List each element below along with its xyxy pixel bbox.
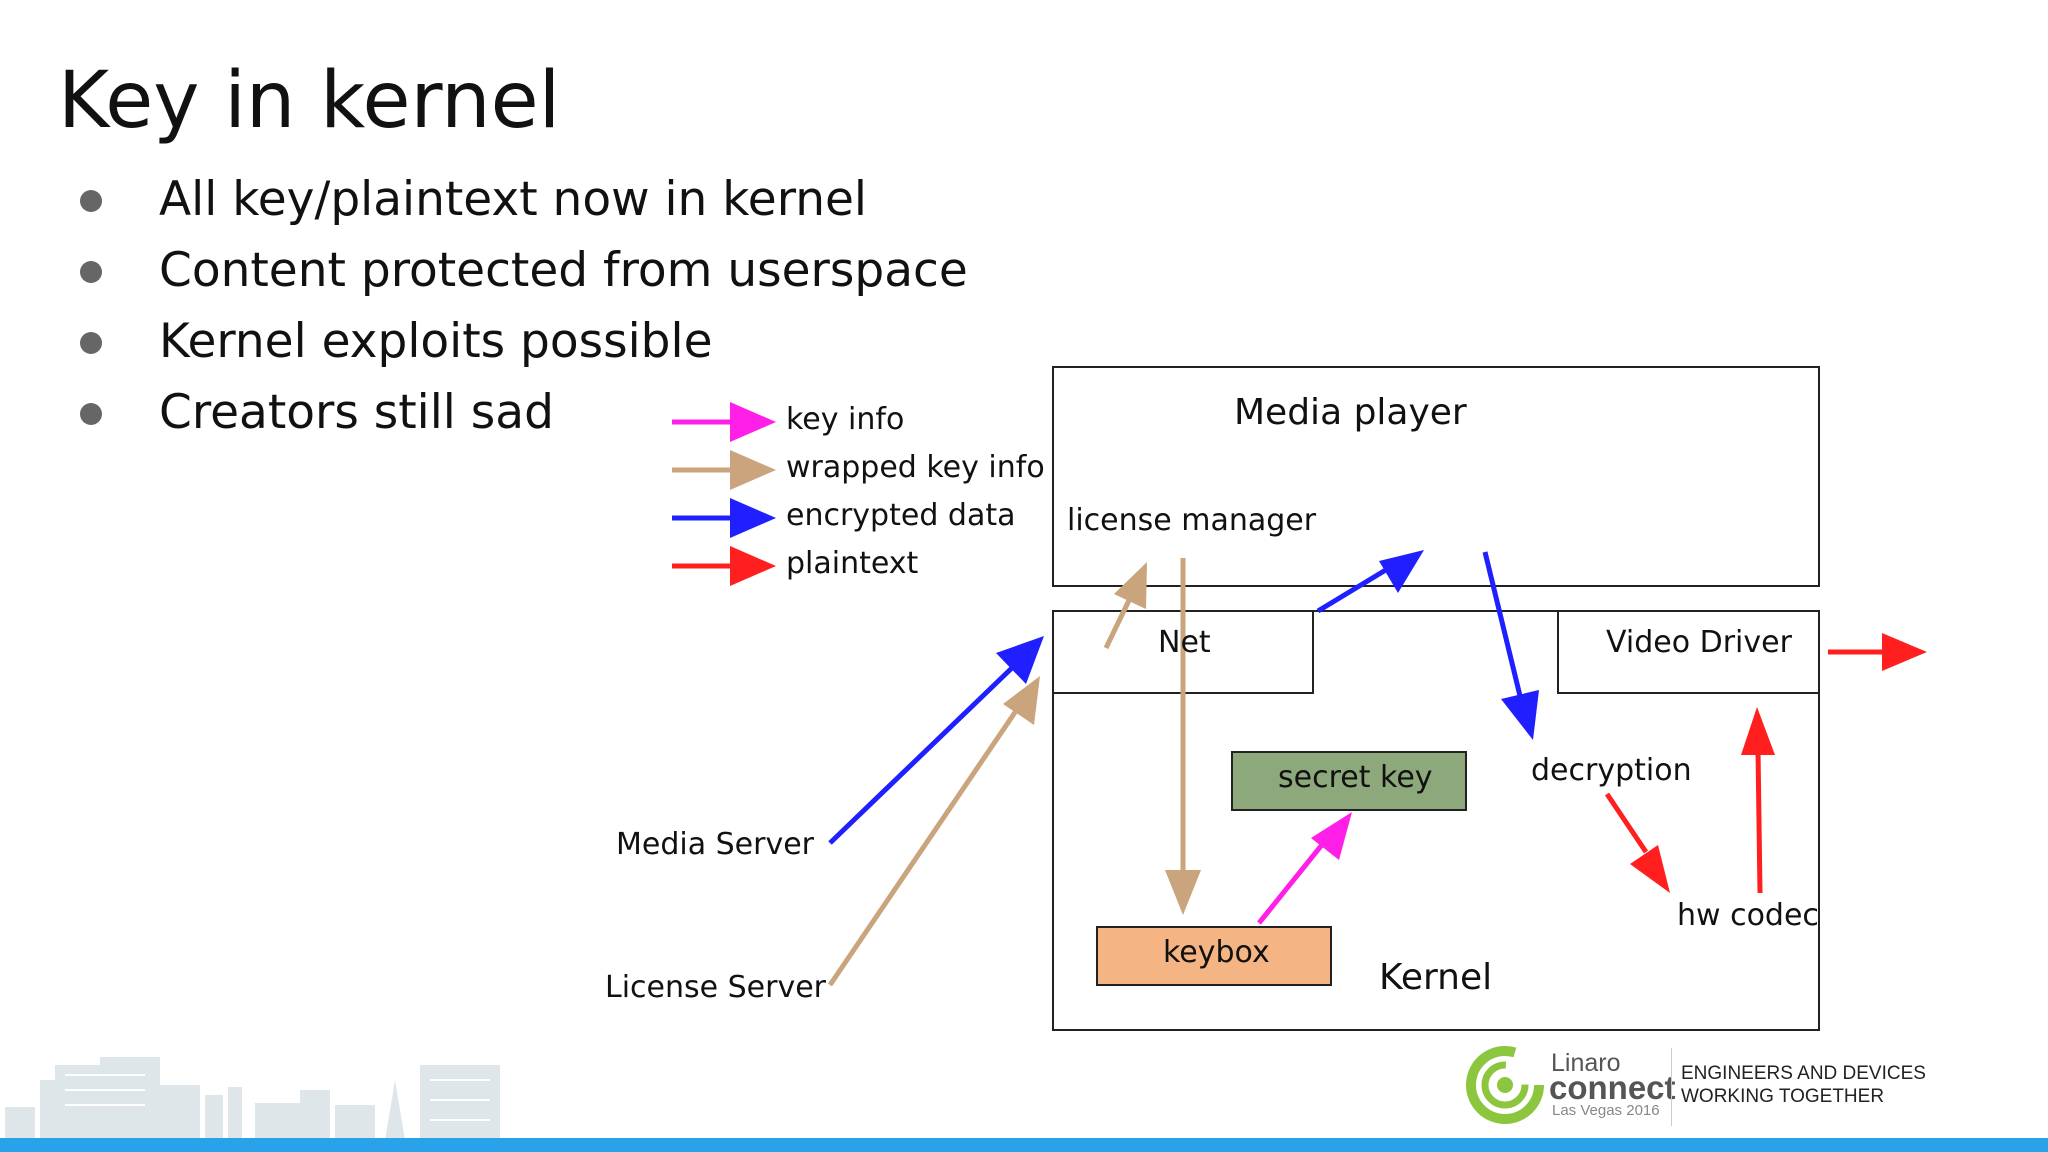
footer-accent-bar	[0, 1138, 2048, 1152]
connect-wordmark: connect	[1549, 1069, 1676, 1106]
video-driver-output-arrow-icon	[1828, 633, 1927, 671]
video-driver-label: Video Driver	[1606, 625, 1792, 660]
legend-arrow-encrypted-data-icon	[672, 498, 776, 538]
net-to-media-player-arrow-icon	[1316, 550, 1424, 614]
media-player-label: Media player	[1234, 392, 1467, 433]
media-player-to-decryption-arrow-icon	[1482, 551, 1539, 740]
bullet-text: Creators still sad	[159, 385, 554, 440]
media-server-label: Media Server	[616, 827, 815, 862]
kernel-box	[1052, 610, 1820, 1031]
tagline-line-1: ENGINEERS AND DEVICES	[1681, 1063, 1926, 1084]
logo-divider	[1671, 1048, 1672, 1126]
bullet-dot-icon	[80, 403, 102, 425]
kernel-label: Kernel	[1379, 957, 1493, 998]
media-player-box	[1052, 366, 1820, 587]
media-server-to-net-arrow-icon	[828, 636, 1044, 845]
legend-label-encrypted-data: encrypted data	[786, 498, 1016, 533]
legend-label-wrapped-key-info: wrapped key info	[786, 450, 1045, 485]
license-server-to-net-arrow-icon	[827, 676, 1040, 987]
bullet-dot-icon	[80, 190, 102, 212]
keybox-box	[1096, 926, 1332, 986]
decryption-to-hw-codec-arrow-icon	[1604, 792, 1670, 893]
net-to-license-manager-arrow-icon	[1103, 562, 1147, 650]
video-driver-box	[1557, 610, 1820, 694]
linaro-logo-icon	[1466, 1046, 1544, 1124]
secret-key-label: secret key	[1278, 760, 1433, 795]
legend-arrow-key-info-icon	[672, 402, 776, 442]
license-manager-label: license manager	[1067, 503, 1317, 538]
tagline-line-2: WORKING TOGETHER	[1681, 1086, 1885, 1107]
linaro-wordmark: Linaro	[1551, 1049, 1621, 1077]
decryption-label: decryption	[1531, 753, 1692, 788]
net-label: Net	[1158, 625, 1211, 660]
legend-label-key-info: key info	[786, 402, 905, 437]
license-server-label: License Server	[605, 970, 827, 1005]
license-manager-to-keybox-arrow-icon	[1165, 558, 1201, 915]
bullet-text: All key/plaintext now in kernel	[159, 172, 867, 227]
secret-key-box	[1231, 751, 1467, 811]
bullet-text: Kernel exploits possible	[159, 314, 713, 369]
keybox-label: keybox	[1163, 935, 1270, 970]
event-location: Las Vegas 2016	[1552, 1102, 1660, 1119]
keybox-to-secret-key-arrow-icon	[1257, 812, 1352, 925]
bullet-dot-icon	[80, 261, 102, 283]
bullet-dot-icon	[80, 332, 102, 354]
legend-arrow-wrapped-key-info-icon	[672, 450, 776, 490]
legend-label-plaintext: plaintext	[786, 546, 919, 581]
las-vegas-skyline-icon	[5, 1057, 500, 1140]
hw-codec-to-video-driver-arrow-icon	[1741, 707, 1775, 894]
slide-title: Key in kernel	[58, 56, 561, 146]
legend-arrow-plaintext-icon	[672, 546, 776, 586]
hw-codec-label: hw codec	[1677, 898, 1819, 933]
bullet-text: Content protected from userspace	[159, 243, 968, 298]
